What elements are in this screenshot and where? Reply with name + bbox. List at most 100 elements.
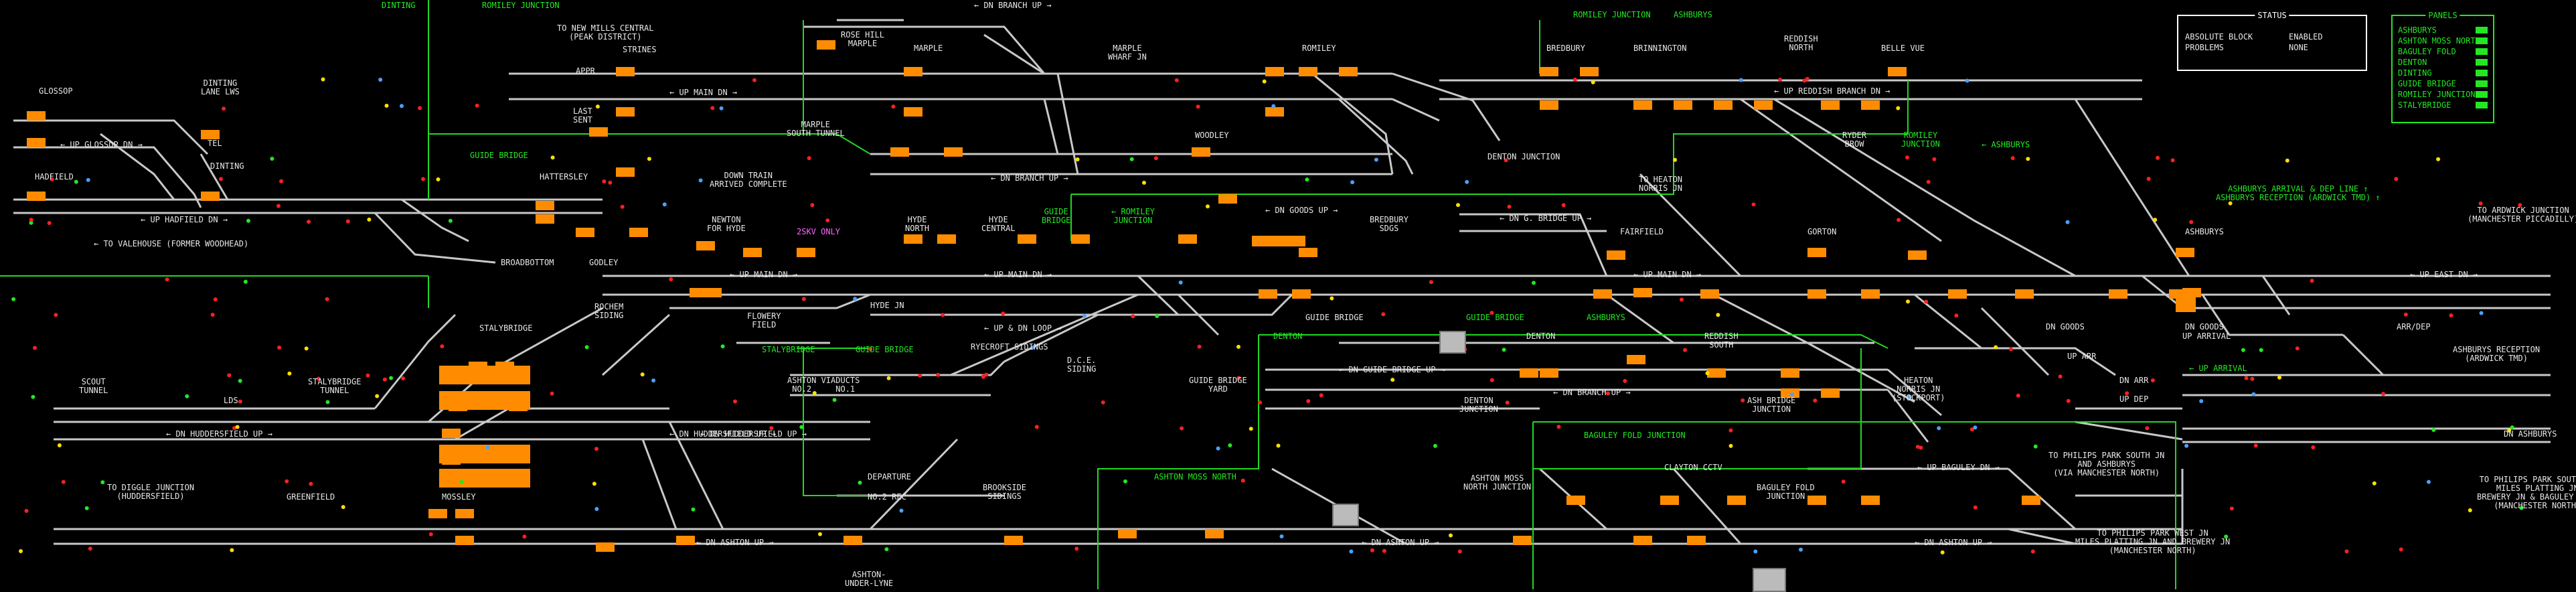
- signal-aspect[interactable]: [475, 103, 479, 108]
- signal-aspect[interactable]: [1381, 312, 1386, 317]
- train-describer-berth[interactable]: [1807, 289, 1826, 299]
- signal-aspect[interactable]: [899, 508, 904, 513]
- platform-berth[interactable]: [439, 445, 530, 463]
- signal-aspect[interactable]: [29, 220, 33, 225]
- signal-aspect[interactable]: [1075, 157, 1080, 161]
- signal-aspect[interactable]: [2259, 348, 2263, 352]
- signal-aspect[interactable]: [210, 313, 215, 317]
- signal-aspect[interactable]: [2479, 311, 2484, 315]
- platform-berth[interactable]: [439, 366, 530, 384]
- signal-aspect[interactable]: [1751, 202, 1756, 207]
- signal-aspect[interactable]: [2518, 203, 2522, 208]
- train-describer-berth[interactable]: [1513, 536, 1532, 545]
- train-describer-berth[interactable]: [2015, 289, 2034, 299]
- signal-aspect[interactable]: [270, 157, 274, 161]
- signal-aspect[interactable]: [2125, 391, 2129, 396]
- train-describer-berth[interactable]: [1118, 529, 1137, 538]
- signal-aspect[interactable]: [1349, 549, 1354, 554]
- signal-aspect[interactable]: [2431, 428, 2436, 432]
- train-describer-berth[interactable]: [27, 138, 46, 147]
- signal-aspect[interactable]: [1456, 203, 1460, 208]
- signal-aspect[interactable]: [428, 532, 433, 536]
- signal-aspect[interactable]: [698, 178, 703, 183]
- signal-aspect[interactable]: [769, 426, 774, 431]
- cctv-icon[interactable]: [1753, 568, 1786, 592]
- signal-aspect[interactable]: [238, 378, 242, 383]
- signal-aspect[interactable]: [57, 443, 62, 447]
- signal-aspect[interactable]: [1490, 311, 1494, 315]
- train-describer-berth[interactable]: [596, 542, 615, 552]
- signal-aspect[interactable]: [2228, 201, 2233, 206]
- signal-aspect[interactable]: [19, 549, 23, 553]
- signal-aspect[interactable]: [2381, 392, 2385, 396]
- train-describer-berth[interactable]: [703, 288, 722, 297]
- signal-aspect[interactable]: [1937, 426, 1941, 431]
- signal-aspect[interactable]: [246, 218, 250, 223]
- signal-aspect[interactable]: [858, 480, 862, 485]
- signal-aspect[interactable]: [807, 156, 811, 161]
- signal-aspect[interactable]: [1350, 180, 1355, 185]
- signal-aspect[interactable]: [1457, 549, 1462, 554]
- panel-item[interactable]: GUIDE BRIDGE: [2398, 79, 2456, 88]
- signal-aspect[interactable]: [812, 391, 817, 395]
- signal-aspect[interactable]: [1196, 104, 1200, 109]
- signal-aspect[interactable]: [185, 394, 189, 398]
- signal-aspect[interactable]: [818, 532, 822, 536]
- train-describer-berth[interactable]: [1205, 529, 1224, 538]
- train-describer-berth[interactable]: [1807, 248, 1826, 257]
- signal-aspect[interactable]: [1789, 392, 1794, 396]
- signal-aspect[interactable]: [2311, 445, 2316, 449]
- signal-aspect[interactable]: [2519, 506, 2524, 510]
- train-describer-berth[interactable]: [2022, 496, 2040, 505]
- train-describer-berth[interactable]: [27, 192, 46, 201]
- train-describer-berth[interactable]: [201, 130, 220, 139]
- panel-item[interactable]: BAGULEY FOLD: [2398, 47, 2456, 56]
- signal-aspect[interactable]: [984, 372, 989, 377]
- signal-aspect[interactable]: [1382, 548, 1386, 553]
- train-describer-berth[interactable]: [743, 248, 762, 257]
- signal-aspect[interactable]: [1778, 78, 1783, 82]
- signal-aspect[interactable]: [918, 374, 922, 378]
- panel-item[interactable]: STALYBRIDGE: [2398, 100, 2451, 110]
- signal-aspect[interactable]: [1216, 446, 1220, 451]
- signal-aspect[interactable]: [277, 346, 282, 350]
- signal-aspect[interactable]: [276, 204, 280, 208]
- signal-aspect[interactable]: [1197, 344, 1202, 349]
- signal-aspect[interactable]: [1142, 180, 1146, 185]
- train-describer-berth[interactable]: [676, 536, 695, 545]
- train-describer-berth[interactable]: [1707, 368, 1726, 378]
- signal-aspect[interactable]: [436, 177, 440, 181]
- train-describer-berth[interactable]: [1807, 496, 1826, 505]
- train-describer-berth[interactable]: [576, 228, 594, 237]
- signal-aspect[interactable]: [2199, 399, 2204, 403]
- train-describer-berth[interactable]: [1633, 288, 1652, 297]
- signal-aspect[interactable]: [47, 221, 52, 225]
- signal-aspect[interactable]: [1206, 204, 1210, 209]
- signal-aspect[interactable]: [2229, 506, 2234, 511]
- train-describer-berth[interactable]: [616, 107, 635, 117]
- signal-aspect[interactable]: [1129, 157, 1134, 161]
- signal-aspect[interactable]: [2156, 155, 2160, 160]
- signal-aspect[interactable]: [1926, 179, 1931, 184]
- train-describer-berth[interactable]: [1633, 100, 1652, 110]
- signal-aspect[interactable]: [1276, 443, 1281, 448]
- signal-aspect[interactable]: [227, 373, 232, 378]
- signal-aspect[interactable]: [1561, 203, 1566, 208]
- signal-aspect[interactable]: [345, 219, 350, 224]
- signal-aspect[interactable]: [367, 217, 372, 222]
- train-describer-berth[interactable]: [904, 234, 922, 244]
- signal-aspect[interactable]: [550, 391, 554, 396]
- signal-aspect[interactable]: [1924, 299, 1929, 304]
- signal-aspect[interactable]: [2145, 426, 2150, 431]
- train-describer-berth[interactable]: [201, 192, 220, 201]
- signal-aspect[interactable]: [1897, 218, 1901, 222]
- train-describer-berth[interactable]: [1593, 289, 1612, 299]
- signal-aspect[interactable]: [2403, 312, 2408, 317]
- train-describer-berth[interactable]: [536, 201, 554, 210]
- signal-aspect[interactable]: [825, 218, 830, 223]
- train-describer-berth[interactable]: [1018, 234, 1036, 244]
- signal-aspect[interactable]: [1728, 443, 1733, 448]
- train-describer-berth[interactable]: [1781, 388, 1799, 398]
- signal-aspect[interactable]: [1932, 157, 1937, 161]
- signal-aspect[interactable]: [2468, 508, 2472, 512]
